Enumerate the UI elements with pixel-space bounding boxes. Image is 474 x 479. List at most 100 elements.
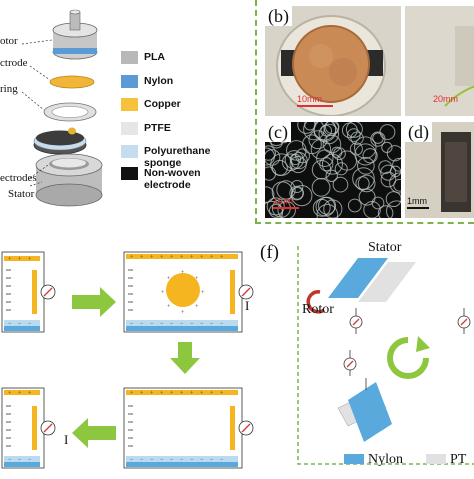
scale-b-right: 20mm [433,94,459,104]
voltmeter-icon [343,350,357,376]
electrode-stack [33,127,87,155]
leader-lines [21,39,53,187]
svg-text:−: − [170,321,174,327]
svg-text:−: − [170,457,174,463]
label-stator: Stator [8,188,35,200]
mechanism-cell: ++++++++−+−+−+−+−+−+−+−+−+−+ [123,251,254,333]
svg-text:+: + [170,391,174,397]
svg-text:−: − [160,321,164,327]
legend-f-nylon-label: Nylon [368,452,403,467]
svg-text:+: + [8,257,12,263]
svg-text:−: − [28,457,32,463]
svg-text:+: + [140,255,144,261]
exploded-view-panel: otor ctrode ring ectrodes Stator PLA Nyl… [0,0,250,225]
svg-text:−: − [28,321,32,327]
svg-text:+: + [200,255,204,261]
svg-text:−: − [8,321,12,327]
legend-swatch-copper [121,98,138,111]
panel-f-tag: (f) [260,242,279,263]
svg-text:−: − [220,457,224,463]
svg-text:+: + [150,255,154,261]
legend-label-sponge: Polyurethane sponge [144,145,211,169]
photo-b-left [265,6,401,116]
legend-f-ptfe-label: PT [450,452,467,467]
exploded-view-drawing [21,9,103,207]
svg-text:+: + [210,255,214,261]
svg-text:+: + [161,290,165,296]
arrow-right [72,287,116,317]
panel-f-frame [297,246,474,465]
mechanism-cell: −+−+−+−+−+−+−+−+−+−+ [123,387,254,469]
legend-label-ptfe: PTFE [144,122,171,134]
svg-text:+: + [130,391,134,397]
rotor-part [52,9,98,60]
mechanism-drawing: − + − + − + + + + + + + + + − + − + − + − + − + − + − + − + − + − + − + − + − +… [1,251,254,469]
svg-text:+: + [150,391,154,397]
svg-text:−: − [220,321,224,327]
photo-b-right [405,6,474,116]
svg-text:−: − [18,457,22,463]
stator-plate-ptfe [358,262,416,302]
arrow-down [170,342,200,374]
svg-text:+: + [160,391,164,397]
label-electrode: ctrode [0,57,28,69]
legend-swatch-nylon [121,75,138,88]
panel-d-tag: (d) [405,122,432,142]
svg-text:−: − [180,457,184,463]
stator-label: Stator [368,240,402,255]
label-electrodes: ectrodes [0,172,37,184]
svg-text:−: − [200,321,204,327]
svg-text:+: + [195,304,199,310]
svg-text:−: − [18,321,22,327]
svg-text:−: − [150,321,154,327]
svg-text:+: + [167,276,171,282]
scale-bar-c [273,207,299,209]
svg-text:+: + [180,255,184,261]
svg-text:−: − [140,321,144,327]
scale-bar-b-left [297,105,333,107]
legend-swatch-sponge [121,145,138,158]
scale-c: 1mm [273,196,293,206]
photo-panels: (b) 10mm 20mm (c) 1mm (d) 1mm [255,0,474,224]
label-ring: ring [0,83,18,95]
panel-f-drawing [297,246,474,465]
svg-text:+: + [28,391,32,397]
svg-text:+: + [190,255,194,261]
bottom-plates [337,378,392,442]
svg-text:+: + [201,290,205,296]
svg-text:+: + [190,391,194,397]
svg-text:+: + [8,391,12,397]
legend-f-ptfe-swatch [426,454,446,464]
label-rotor: otor [0,35,18,47]
svg-text:−: − [200,457,204,463]
svg-text:+: + [18,257,22,263]
ring-part [43,102,97,122]
legend-label-pla: PLA [144,51,165,63]
svg-text:−: − [130,321,134,327]
legend-f-nylon-swatch [344,454,364,464]
legend-label-nylon: Nylon [144,75,174,87]
svg-text:+: + [220,391,224,397]
svg-text:+: + [160,255,164,261]
svg-text:+: + [180,391,184,397]
panel-c-tag: (c) [265,122,291,142]
legend-swatch-pla [121,51,138,64]
mechanism-panel: − + − + − + + + + + + + + + − + − + − + − + − + − + − + − + − + − + − + − + − +… [0,240,262,474]
cycle-arrows [387,336,430,379]
rotor-label: Rotor [302,302,334,317]
svg-text:+: + [200,391,204,397]
legend-label-nonwoven: Non-woven electrode [144,167,201,191]
svg-text:+: + [220,255,224,261]
svg-text:−: − [210,321,214,327]
panel-f: (f) Stator Rotor Nylon PT [258,240,474,474]
svg-text:+: + [140,391,144,397]
svg-text:+: + [170,255,174,261]
flow-arrows [72,287,200,448]
legend-label-copper: Copper [144,98,181,110]
scale-bar-d [407,207,429,209]
svg-text:−: − [210,457,214,463]
foam-texture [265,122,401,218]
voltmeter-icon [349,308,363,334]
svg-text:+: + [167,304,171,310]
svg-text:+: + [181,270,185,276]
